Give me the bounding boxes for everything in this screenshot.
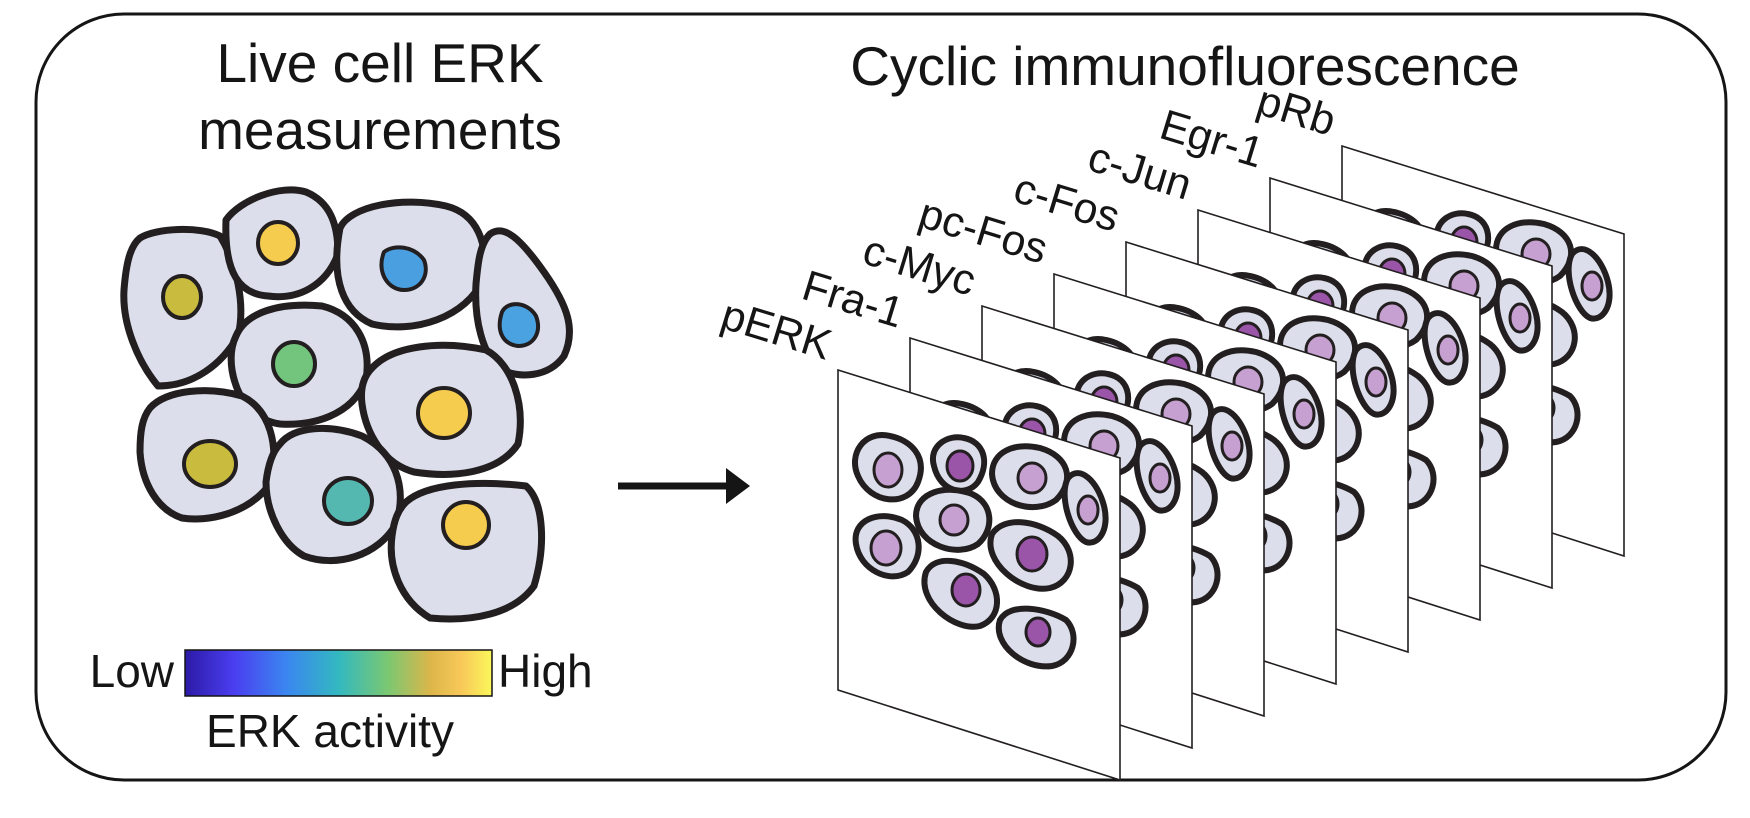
cell-7	[136, 387, 278, 523]
colorbar-low-label: Low	[90, 645, 175, 697]
right-title: Cyclic immunofluorescence	[850, 35, 1519, 97]
nucleus-2	[256, 220, 300, 266]
cell-5	[227, 301, 371, 428]
colorbar-legend: Low High ERK activity	[90, 645, 593, 757]
cell-8	[262, 424, 404, 565]
colorbar-high-label: High	[498, 645, 593, 697]
cell-6	[358, 341, 524, 478]
left-title-line2: measurements	[198, 99, 562, 161]
left-title-line1: Live cell ERK	[216, 32, 543, 94]
cell-9	[387, 479, 545, 623]
cell-1	[120, 226, 245, 390]
live-cell-cluster	[120, 186, 574, 623]
arrow-right-icon	[618, 468, 750, 504]
nucleus-7	[182, 439, 238, 489]
colorbar-gradient	[184, 649, 493, 697]
cell-4	[472, 227, 574, 379]
nucleus-9	[441, 500, 491, 550]
colorbar-caption: ERK activity	[206, 705, 454, 757]
nucleus-5	[271, 340, 317, 388]
nucleus-3	[379, 245, 428, 292]
cell-2	[222, 186, 342, 301]
nucleus-8	[322, 476, 374, 526]
nucleus-4	[497, 302, 540, 348]
nucleus-6	[416, 386, 472, 440]
cell-3	[333, 198, 489, 331]
nucleus-1	[161, 274, 203, 320]
